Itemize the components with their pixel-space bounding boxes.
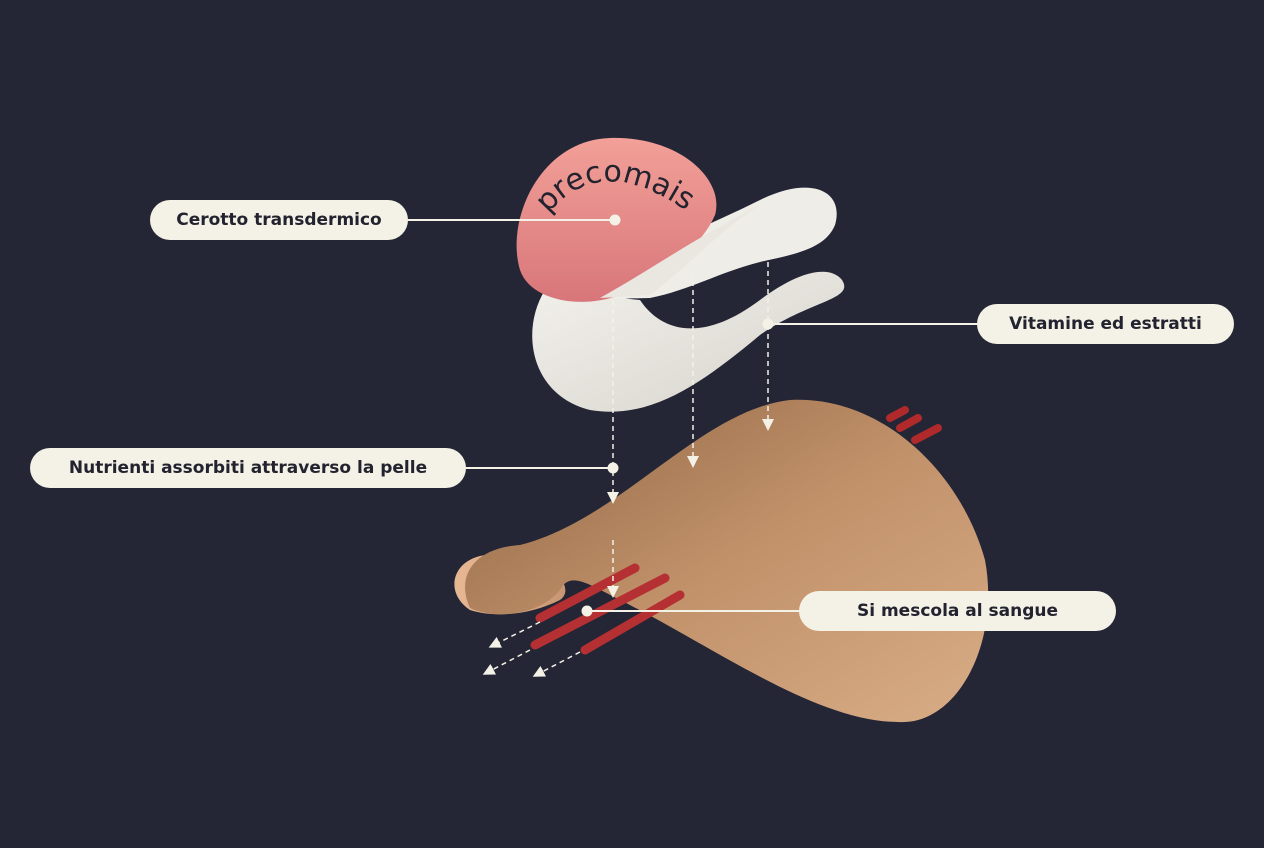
- blood-dot: [581, 605, 593, 617]
- label-nutrients: Nutrienti assorbiti attraverso la pelle: [30, 448, 466, 488]
- vitamin-dot: [762, 318, 774, 330]
- label-blood: Si mescola al sangue: [799, 591, 1116, 631]
- blood-vessels-back: [886, 406, 942, 444]
- skin-layer: [454, 399, 989, 723]
- label-vitamins: Vitamine ed estratti: [977, 304, 1234, 344]
- leader-lines: [405, 219, 980, 612]
- nutrient-dot: [607, 462, 619, 474]
- patch-dot: [609, 214, 621, 226]
- label-patch: Cerotto transdermico: [150, 200, 408, 240]
